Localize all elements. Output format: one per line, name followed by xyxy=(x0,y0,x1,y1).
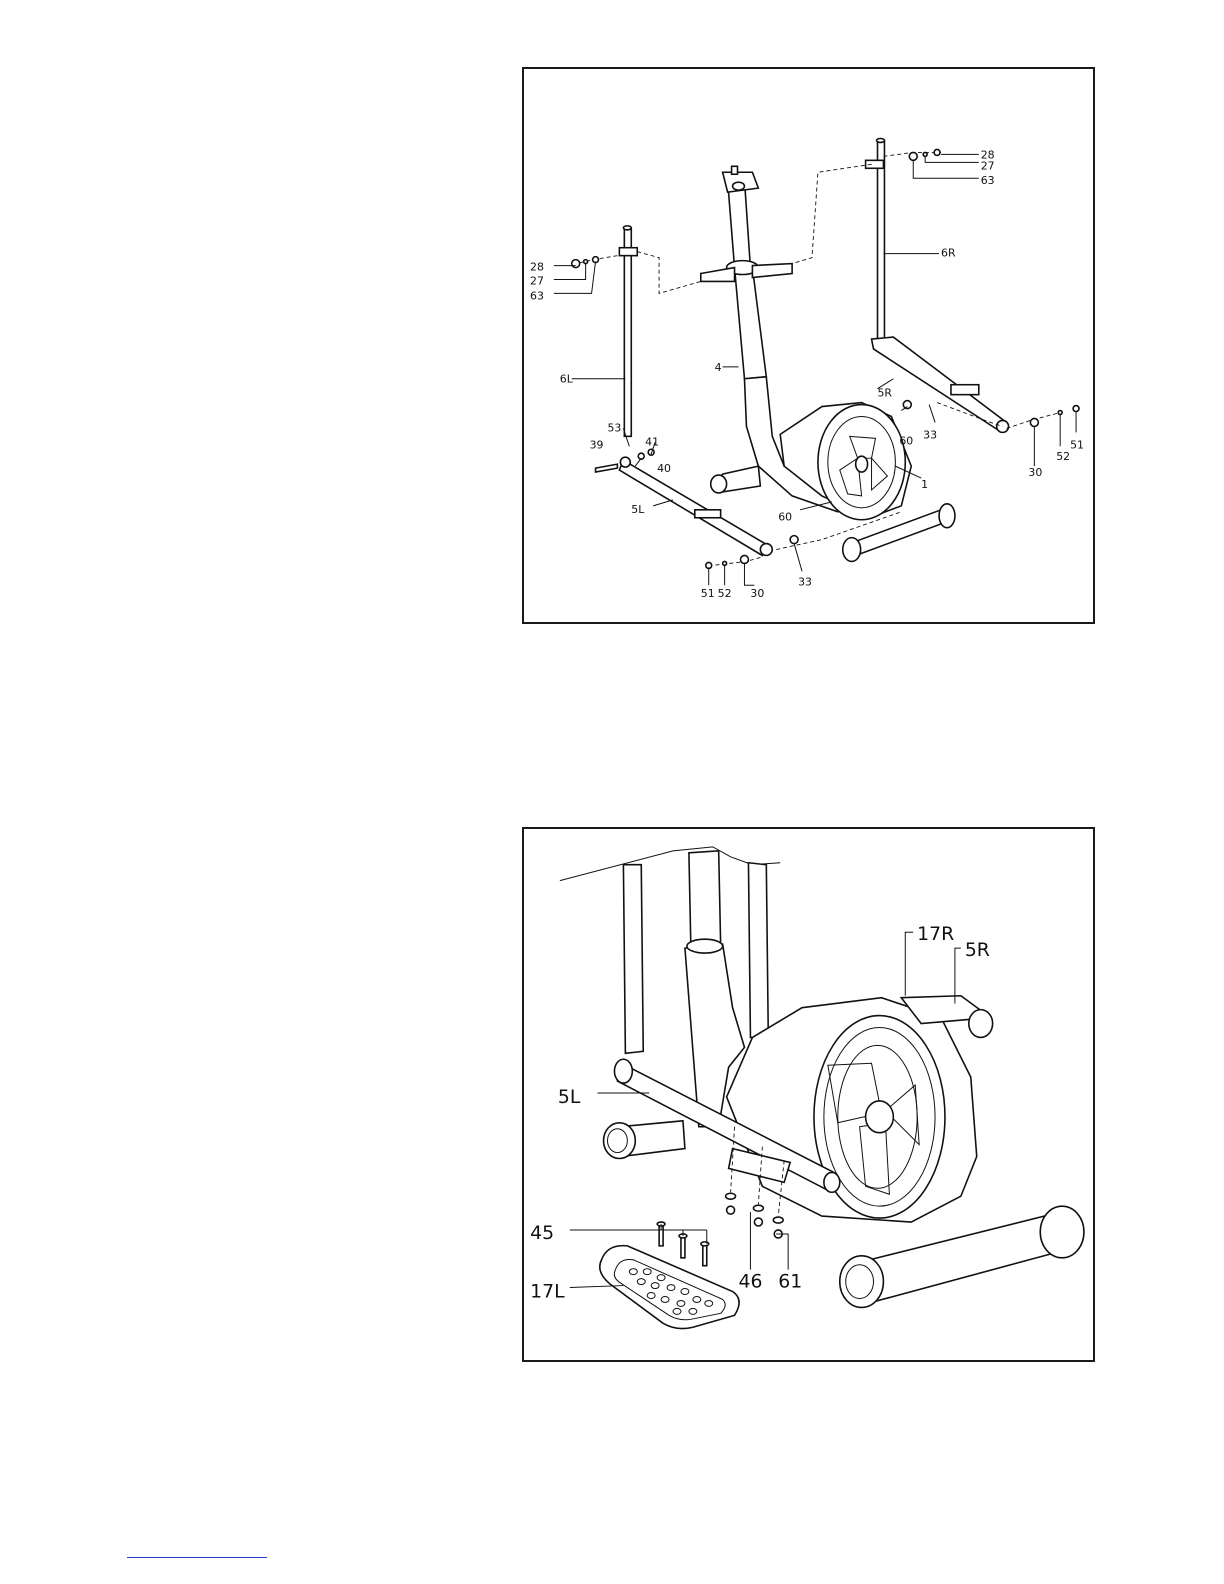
front-stabilizer xyxy=(604,1121,685,1159)
exploded-frame-illustration: 28 27 63 6R 28 27 63 4 6L 5R 53 39 41 40… xyxy=(524,69,1093,622)
flywheel-housing xyxy=(727,998,977,1222)
label-5R: 5R xyxy=(878,387,893,400)
label-52-right: 52 xyxy=(1056,450,1070,463)
label-17L: 17L xyxy=(530,1281,565,1302)
flywheel-housing xyxy=(780,403,911,520)
label-63-right: 63 xyxy=(981,174,995,187)
pedal-assembly-illustration: 17R 5R 5L 45 17L 46 61 xyxy=(524,829,1093,1360)
label-33-right: 33 xyxy=(923,428,937,441)
label-6R: 6R xyxy=(941,247,956,260)
shroud-outline xyxy=(560,847,780,881)
bolts-45 xyxy=(657,1222,709,1266)
label-41: 41 xyxy=(645,435,659,448)
footer-link-underline xyxy=(127,1557,267,1558)
assembly-diagram-top: 28 27 63 6R 28 27 63 4 6L 5R 53 39 41 40… xyxy=(522,67,1095,624)
label-5L: 5L xyxy=(631,503,645,516)
label-1: 1 xyxy=(921,478,928,491)
assembly-diagram-bottom: 17R 5R 5L 45 17L 46 61 xyxy=(522,827,1095,1362)
label-30-bottom: 30 xyxy=(750,587,764,600)
label-45: 45 xyxy=(530,1223,554,1244)
pedal-17L xyxy=(600,1246,739,1329)
label-28-left: 28 xyxy=(530,261,544,274)
part-labels: 28 27 63 6R 28 27 63 4 6L 5R 53 39 41 40… xyxy=(530,148,1084,600)
label-61: 61 xyxy=(778,1272,802,1293)
label-6L: 6L xyxy=(560,373,574,386)
label-27-left: 27 xyxy=(530,274,544,287)
label-53: 53 xyxy=(607,421,621,434)
label-5R: 5R xyxy=(965,940,990,961)
label-5L: 5L xyxy=(558,1087,581,1108)
label-52-bottom: 52 xyxy=(718,587,732,600)
label-51-right: 51 xyxy=(1070,438,1084,451)
label-39: 39 xyxy=(590,438,604,451)
label-30-right: 30 xyxy=(1028,466,1042,479)
label-51-bottom: 51 xyxy=(701,587,715,600)
label-27-right: 27 xyxy=(981,159,995,172)
label-63-left: 63 xyxy=(530,289,544,302)
label-60-right: 60 xyxy=(899,434,913,447)
label-40: 40 xyxy=(657,462,671,475)
label-17R: 17R xyxy=(917,924,954,945)
label-33-bottom: 33 xyxy=(798,575,812,588)
label-4: 4 xyxy=(715,361,722,374)
rear-stabilizer xyxy=(840,1206,1084,1307)
label-60-bottom: 60 xyxy=(778,511,792,524)
label-46: 46 xyxy=(739,1272,763,1293)
